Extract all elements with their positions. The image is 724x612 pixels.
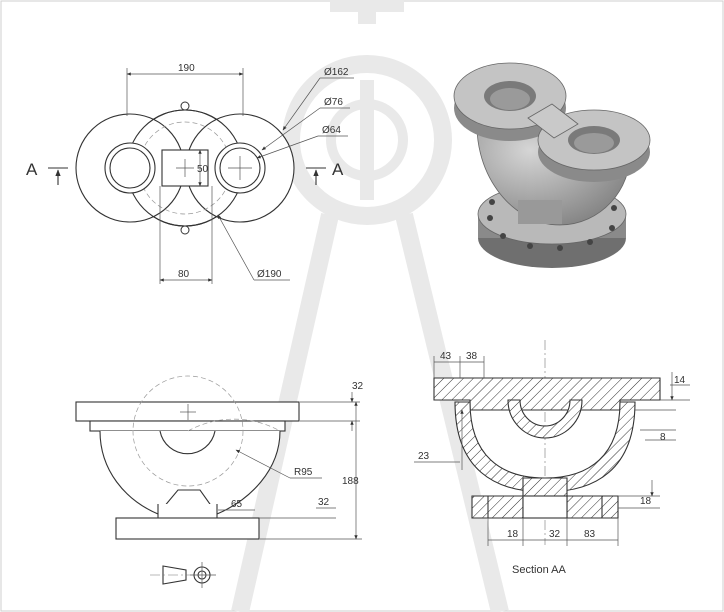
dim-50: 50	[197, 164, 209, 175]
dim-dia-76: Ø76	[324, 97, 343, 108]
isometric-render	[453, 62, 651, 268]
dim-32-base: 32	[318, 497, 330, 508]
dim-dia-162: Ø162	[324, 67, 349, 78]
section-caption: Section AA	[512, 564, 566, 576]
dim-18-right: 18	[640, 496, 652, 507]
dim-80: 80	[178, 269, 190, 280]
dim-18-bottom: 18	[507, 529, 519, 540]
section-marker-right: A	[332, 160, 344, 179]
dim-dia-64: Ø64	[322, 125, 341, 136]
dim-32-top: 32	[352, 381, 364, 392]
section-marker-left: A	[26, 160, 38, 179]
front-view: 32 188 R95 65 32	[75, 375, 364, 588]
dim-8: 8	[660, 432, 666, 443]
plan-view: 190 Ø162 Ø76 Ø64 50 80 Ø190 A A	[26, 63, 354, 284]
dim-r95: R95	[294, 467, 313, 478]
dim-23: 23	[418, 451, 430, 462]
dim-38: 38	[466, 351, 478, 362]
dim-83: 83	[584, 529, 596, 540]
dim-190: 190	[178, 63, 195, 74]
dim-65: 65	[231, 499, 243, 510]
section-aa-view: 43 38 14 8 23 18 18 32 83 Section AA	[414, 340, 690, 576]
dim-188: 188	[342, 476, 359, 487]
dim-43: 43	[440, 351, 452, 362]
dim-32-bottom: 32	[549, 529, 561, 540]
dim-14: 14	[674, 375, 686, 386]
dim-dia-190: Ø190	[257, 269, 282, 280]
projection-symbol-icon	[150, 562, 216, 588]
